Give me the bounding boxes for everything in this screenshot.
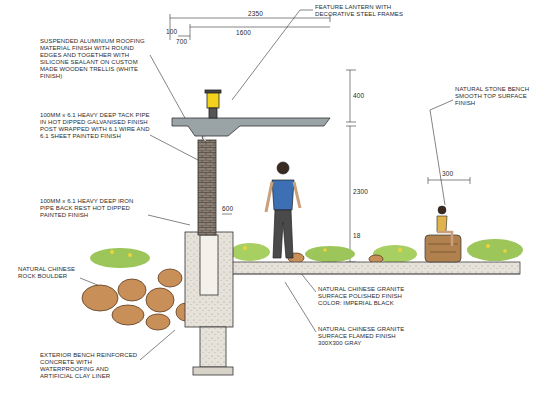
dimension: 1600 <box>236 29 251 36</box>
wall-footing <box>185 232 233 375</box>
annotation-note: SUSPENDED ALUMINIUM ROOFING MATERIAL FIN… <box>40 38 152 80</box>
annotation-note: EXTERIOR BENCH REINFORCED CONCRETE WITH … <box>40 352 140 380</box>
dimension: 2300 <box>353 188 368 195</box>
annotation-note: 100MM x 6.1 HEAVY DEEP IRON PIPE BACK RE… <box>40 198 148 219</box>
annotation-note: 100MM x 6.1 HEAVY DEEP TACK PIPE IN HOT … <box>40 112 150 140</box>
roof-canopy <box>172 118 330 136</box>
annotation-note: NATURAL STONE BENCH SMOOTH TOP SURFACE F… <box>455 86 537 107</box>
dimension: 600 <box>222 205 233 212</box>
post-column <box>198 128 216 235</box>
dimension: 400 <box>353 92 364 99</box>
stone-bench <box>425 235 461 262</box>
feature-lantern <box>205 90 221 118</box>
seated-person <box>437 206 452 246</box>
standing-person <box>266 162 300 258</box>
annotation-note: NATURAL CHINESE GRANITE SURFACE FLAMED F… <box>318 326 410 347</box>
ground-slab <box>230 262 520 274</box>
dimension: 18 <box>353 232 360 239</box>
annotation-note: FEATURE LANTERN WITH DECORATIVE STEEL FR… <box>315 4 415 18</box>
dimension: 300 <box>442 170 453 177</box>
dimension-lines <box>170 14 470 262</box>
dimension: 700 <box>176 38 187 45</box>
annotation-note: NATURAL CHINESE GRANITE SURFACE POLISHED… <box>318 286 410 307</box>
dimension: 100 <box>166 28 177 35</box>
dimension: 2350 <box>248 10 263 17</box>
annotation-note: NATURAL CHINESE ROCK BOULDER <box>18 266 80 280</box>
